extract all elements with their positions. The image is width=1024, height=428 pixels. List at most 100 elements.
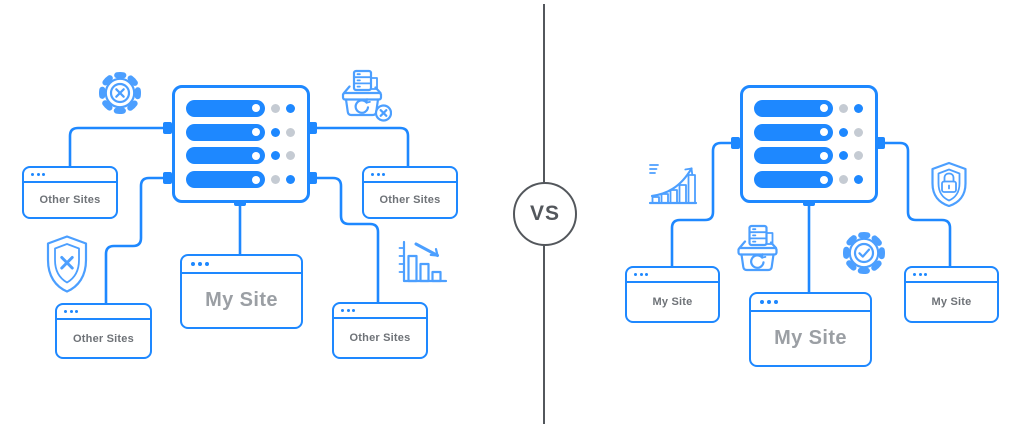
other-site-window-bottom-right: Other Sites: [332, 302, 428, 359]
server-drive-bar: [186, 171, 265, 189]
vs-label: VS: [529, 202, 560, 225]
server-status-dot: [271, 127, 280, 137]
server-status-dot: [271, 103, 280, 113]
window-dot: [191, 262, 195, 266]
window-label: Other Sites: [39, 194, 101, 206]
window-dot: [639, 273, 643, 276]
window-label: Other Sites: [379, 194, 441, 206]
server-row: [186, 123, 296, 141]
server-drive-bar: [186, 147, 265, 165]
window-dot: [913, 273, 916, 276]
window-dot: [767, 300, 771, 304]
window-dot: [382, 173, 385, 176]
server-row: [186, 99, 296, 117]
window-dot: [31, 173, 34, 176]
window-label: Other Sites: [349, 332, 411, 344]
window-dot: [371, 173, 374, 176]
window-titlebar: [751, 294, 870, 312]
server-status-dot: [286, 175, 295, 185]
server-row: [754, 171, 864, 189]
server-status-dot: [839, 175, 848, 185]
shield-error-icon: [46, 235, 88, 293]
window-titlebar: [334, 304, 426, 319]
window-dot: [346, 309, 350, 312]
server-drive-light: [820, 151, 828, 160]
other-site-window-top-right: Other Sites: [362, 166, 458, 219]
server-row: [186, 171, 296, 189]
window-titlebar: [627, 268, 718, 283]
window-label: My Site: [931, 296, 972, 308]
my-site-window-right-center: My Site: [749, 292, 872, 367]
other-site-window-bottom-left: Other Sites: [55, 303, 152, 359]
backup-restore-icon: [737, 224, 778, 272]
window-titlebar: [182, 256, 301, 274]
gear-error-icon: [99, 72, 141, 114]
window-dot: [75, 310, 78, 313]
dedicated-server: [740, 85, 878, 203]
server-drive-bar: [186, 123, 265, 141]
window-dot: [42, 173, 45, 176]
window-dot: [341, 309, 344, 312]
server-drive-light: [252, 151, 260, 160]
window-label: My Site: [205, 289, 278, 311]
shield-lock-icon: [931, 161, 967, 207]
window-dot: [634, 273, 637, 276]
window-titlebar: [57, 305, 150, 320]
server-status-dot: [839, 151, 848, 161]
server-drive-light: [820, 175, 828, 184]
window-dot: [205, 262, 209, 266]
declining-chart-icon: [398, 240, 448, 283]
server-status-dot: [839, 127, 848, 137]
window-dot: [918, 273, 922, 276]
server-drive-bar: [754, 147, 833, 165]
window-label: My Site: [652, 296, 693, 308]
window-dot: [645, 273, 648, 276]
server-drive-light: [252, 175, 260, 184]
server-drive-bar: [754, 171, 833, 189]
server-row: [186, 147, 296, 165]
window-titlebar: [364, 168, 456, 183]
server-drive-bar: [186, 99, 265, 117]
window-titlebar: [24, 168, 116, 183]
window-dot: [352, 309, 355, 312]
server-drive-light: [820, 128, 828, 137]
server-status-dot: [854, 175, 863, 185]
window-label: Other Sites: [73, 332, 134, 345]
server-status-dot: [286, 103, 295, 113]
window-dot: [924, 273, 927, 276]
my-site-window-right-left: My Site: [625, 266, 720, 323]
vs-badge: VS: [513, 182, 577, 246]
window-dot: [376, 173, 380, 176]
window-dot: [760, 300, 764, 304]
gear-check-icon: [843, 232, 885, 274]
window-label: My Site: [774, 327, 847, 349]
growth-chart-icon: [648, 164, 698, 205]
shared-server: [172, 85, 310, 203]
server-row: [754, 123, 864, 141]
window-dot: [198, 262, 202, 266]
backup-error-icon: [341, 69, 392, 122]
my-site-window-left-panel: My Site: [180, 254, 303, 329]
server-status-dot: [271, 151, 280, 161]
server-drive-bar: [754, 123, 833, 141]
my-site-window-right-right: My Site: [904, 266, 999, 323]
window-titlebar: [906, 268, 997, 283]
other-site-window-top-left: Other Sites: [22, 166, 118, 219]
window-dot: [774, 300, 778, 304]
server-row: [754, 147, 864, 165]
server-status-dot: [271, 175, 280, 185]
server-status-dot: [286, 127, 295, 137]
window-dot: [36, 173, 40, 176]
server-row: [754, 99, 864, 117]
server-status-dot: [854, 127, 863, 137]
server-drive-bar: [754, 99, 833, 117]
server-drive-light: [820, 104, 828, 113]
server-status-dot: [854, 151, 863, 161]
server-drive-light: [252, 128, 260, 137]
window-dot: [64, 310, 67, 313]
server-status-dot: [286, 151, 295, 161]
server-status-dot: [839, 103, 848, 113]
server-status-dot: [854, 103, 863, 113]
